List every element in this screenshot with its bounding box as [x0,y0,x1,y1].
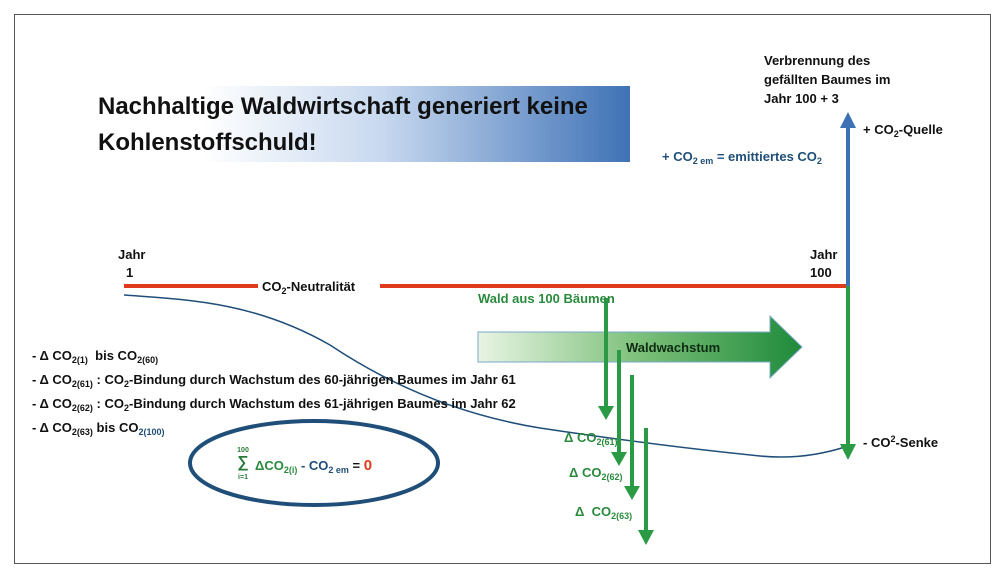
burn-note-line-2: gefällten Baumes im [764,72,891,87]
neutrality-label: CO2-Neutralität [262,279,356,296]
growth-arrow [477,314,803,380]
delta-label-61: Δ CO2(61) [564,430,618,447]
formula-expression: ΔCO2(i) - CO2 em = 0 [255,457,373,475]
delta-arrow-62-head [611,452,627,466]
sink-arrow-head [840,444,856,460]
burn-note-line-1: Verbrennung des [764,53,871,68]
forest-label: Wald aus 100 Bäumen [478,291,615,306]
delta-arrow-61-head [598,406,614,420]
delta-arrow-extra-head [638,530,654,545]
legend-item: - Δ CO2(1) bis CO2(60) [32,348,159,365]
year-start-value: 1 [126,265,134,280]
burn-note: Verbrennung des gefällten Baumes im Jahr… [764,51,890,108]
growth-label: Waldwachstum [626,340,721,355]
source-arrow-head [840,112,856,128]
formula-sum-symbol: ∑ [237,454,249,471]
delta-label-63: Δ CO2(63) [575,504,633,521]
formula-lower-limit: i=1 [238,474,248,481]
legend-list: - Δ CO2(1) bis CO2(60) - Δ CO2(61) : CO2… [32,346,516,442]
formula-upper-limit: 100 [237,447,249,454]
carbon-curve [123,294,849,458]
delta-label-62: Δ CO2(62) [569,465,623,482]
delta-arrow-63-head [624,486,640,500]
page-title: Nachhaltige Waldwirtschaft generiert kei… [98,93,588,156]
legend-item: - Δ CO2(61) : CO2-Bindung durch Wachstum… [32,372,516,389]
formula-ellipse [188,419,440,507]
burn-note-line-3: Jahr 100 + 3 [764,91,839,106]
legend-item: - Δ CO2(63) bis CO2(100) [32,420,165,437]
sink-label: - CO2-Senke [863,434,939,450]
year-end-value: 100 [810,265,832,280]
year-end-label: Jahr [810,247,838,262]
legend-item: - Δ CO2(62) : CO2-Bindung durch Wachstum… [32,396,516,413]
year-start-label: Jahr [118,247,146,262]
title-banner [82,86,630,162]
source-label: + CO2-Quelle [863,122,943,139]
emitted-label: + CO2 em = emittiertes CO2 [662,149,822,166]
